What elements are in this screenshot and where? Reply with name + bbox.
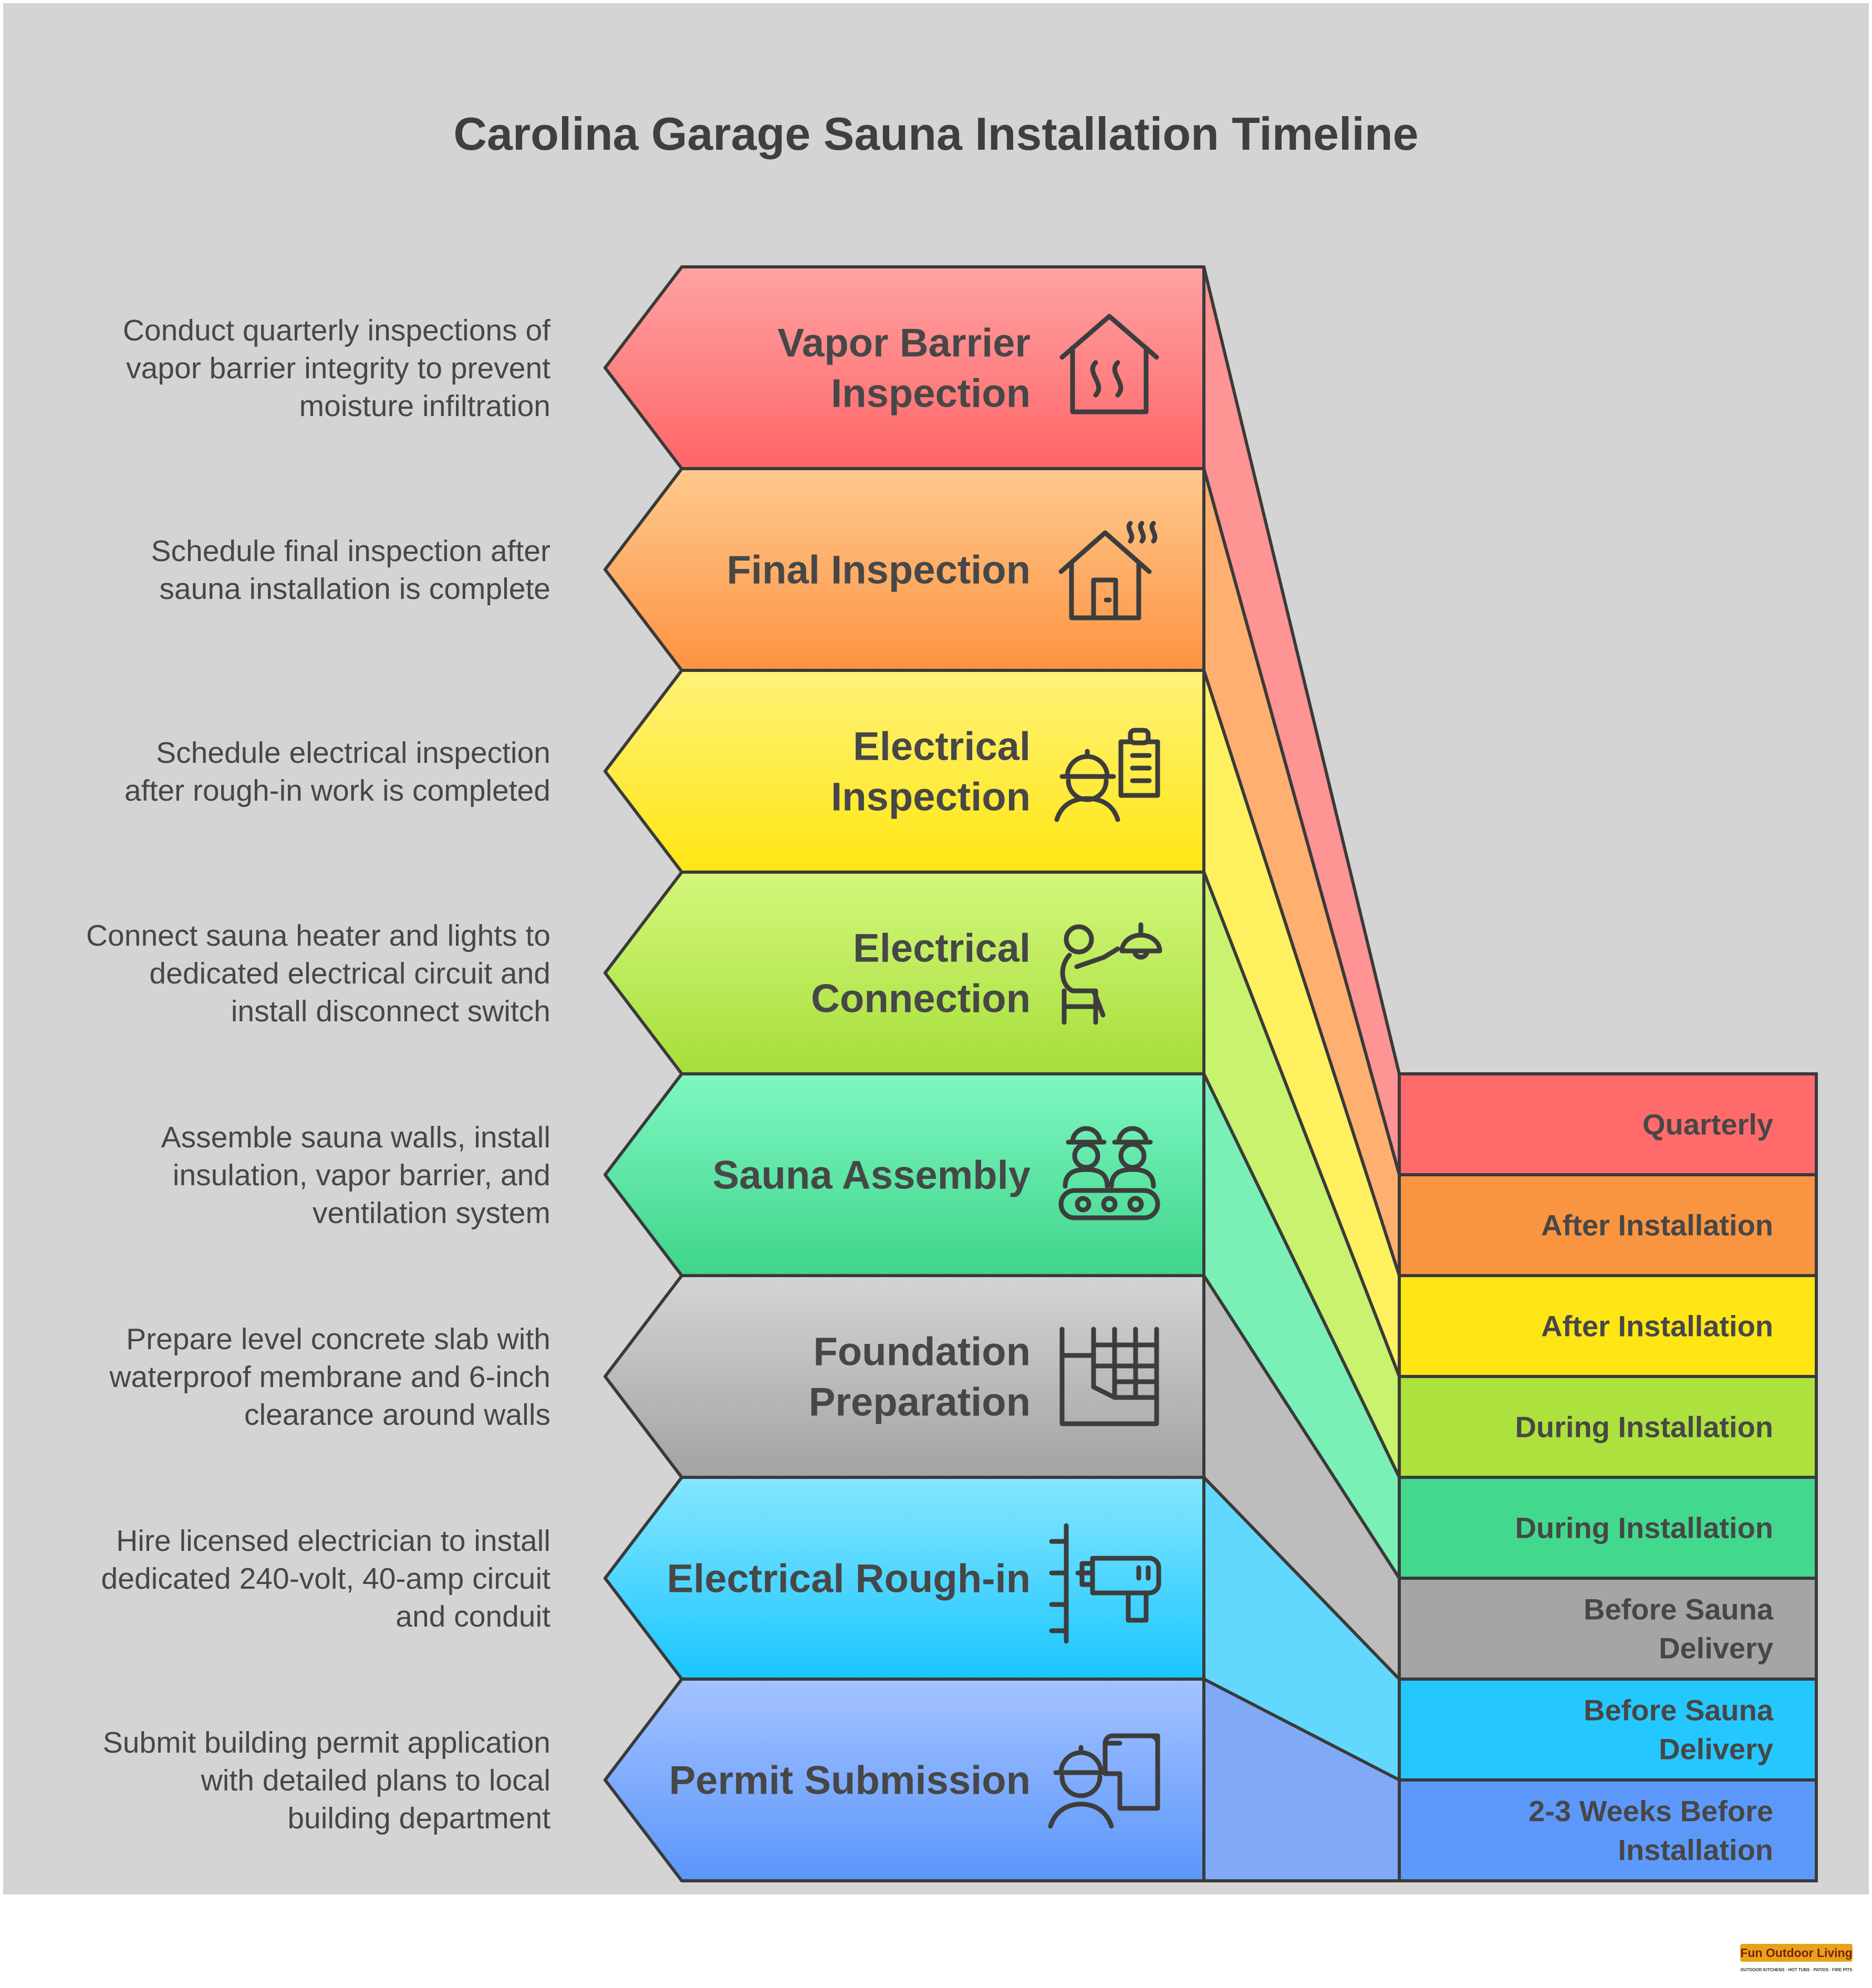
step-arrow-block	[604, 669, 1205, 874]
step-label: Preparation	[809, 1380, 1031, 1425]
logo-text: Fun Outdoor Living	[1740, 1946, 1852, 1960]
timing-label: Before Sauna	[1584, 1593, 1774, 1626]
foundation-grid-icon	[1059, 1327, 1159, 1426]
timing-label: During Installation	[1515, 1411, 1773, 1444]
workers-team-icon	[1058, 1126, 1160, 1220]
timing-label: Quarterly	[1642, 1108, 1773, 1141]
step-label: Inspection	[831, 371, 1031, 416]
step-description: Prepare level concrete slab with	[126, 1322, 550, 1356]
timing-label: After Installation	[1541, 1209, 1773, 1242]
step-description: and conduit	[396, 1600, 550, 1633]
step-description: Schedule electrical inspection	[156, 736, 550, 770]
step-description: building department	[287, 1801, 550, 1835]
step-description: vapor barrier integrity to prevent	[126, 351, 550, 385]
logo-badge	[1740, 1944, 1853, 1962]
step-label: Permit Submission	[669, 1758, 1031, 1803]
timing-box	[1398, 1577, 1818, 1681]
step-label: Connection	[811, 977, 1031, 1021]
step-description: after rough-in work is completed	[124, 774, 550, 807]
step-description: install disconnect switch	[231, 995, 550, 1028]
step-description: Conduct quarterly inspections of	[123, 314, 550, 347]
worker-blueprint-icon	[1048, 1733, 1160, 1829]
step-description: with detailed plans to local	[201, 1764, 550, 1797]
step-label: Electrical Rough-in	[667, 1557, 1031, 1601]
timing-label: Installation	[1618, 1834, 1773, 1867]
step-label: Electrical	[853, 724, 1031, 769]
step-label: Foundation	[813, 1330, 1031, 1374]
step-label: Electrical	[853, 926, 1031, 971]
diagram-title: Carolina Garage Sauna Installation Timel…	[453, 108, 1418, 160]
step-label: Sauna Assembly	[713, 1153, 1031, 1198]
step-description: Hire licensed electrician to install	[116, 1524, 550, 1558]
step-description: Schedule final inspection after	[151, 534, 551, 568]
step-label: Inspection	[831, 775, 1031, 820]
timing-label: After Installation	[1541, 1310, 1773, 1343]
step-description: dedicated electrical circuit and	[149, 957, 550, 990]
step-description: moisture infiltration	[299, 389, 550, 423]
step-description: insulation, vapor barrier, and	[173, 1158, 550, 1192]
timing-box	[1398, 1072, 1818, 1176]
timeline-step: Final Inspection Schedule final inspectio…	[151, 467, 1818, 1277]
step-description: waterproof membrane and 6-inch	[109, 1360, 550, 1394]
timing-box	[1398, 1173, 1818, 1277]
timing-label: Delivery	[1659, 1632, 1773, 1665]
timing-box	[1398, 1778, 1818, 1882]
timing-label: Before Sauna	[1584, 1694, 1774, 1727]
step-label: Final Inspection	[727, 548, 1031, 593]
step-label: Vapor Barrier	[777, 321, 1031, 366]
timeline-step: Electrical Rough-in Hire licensed electri…	[101, 1476, 1818, 1782]
timing-label: During Installation	[1515, 1511, 1773, 1545]
step-description: dedicated 240-volt, 40-amp circuit	[101, 1562, 551, 1596]
sauna-house-icon	[1058, 521, 1158, 620]
step-arrow-block	[604, 871, 1205, 1075]
step-description: Assemble sauna walls, install	[161, 1121, 550, 1154]
timing-box	[1398, 1274, 1818, 1378]
logo-tagline: OUTDOOR KITCHENS · HOT TUBS · PATIOS · F…	[1740, 1968, 1853, 1972]
step-description: sauna installation is complete	[159, 572, 550, 606]
step-description: ventilation system	[313, 1196, 550, 1230]
step-description: Connect sauna heater and lights to	[86, 919, 550, 952]
electrician-lamp-icon	[1060, 922, 1162, 1025]
timeline-step: Permit Submission Submit building permit …	[103, 1678, 1818, 1882]
timing-box	[1398, 1476, 1818, 1580]
timing-label: Delivery	[1659, 1733, 1773, 1766]
timing-label: 2-3 Weeks Before	[1528, 1795, 1773, 1828]
brand-logo: Fun Outdoor Living OUTDOOR KITCHENS · HO…	[1740, 1944, 1853, 1972]
timing-box	[1398, 1375, 1818, 1479]
step-description: Submit building permit application	[103, 1726, 550, 1759]
inspector-clipboard-icon	[1054, 728, 1160, 822]
drill-wall-icon	[1049, 1523, 1161, 1644]
step-description: clearance around walls	[244, 1398, 550, 1432]
house-steam-icon	[1059, 314, 1159, 415]
timeline-step: Sauna Assembly Assemble sauna walls, inst…	[161, 1072, 1818, 1580]
